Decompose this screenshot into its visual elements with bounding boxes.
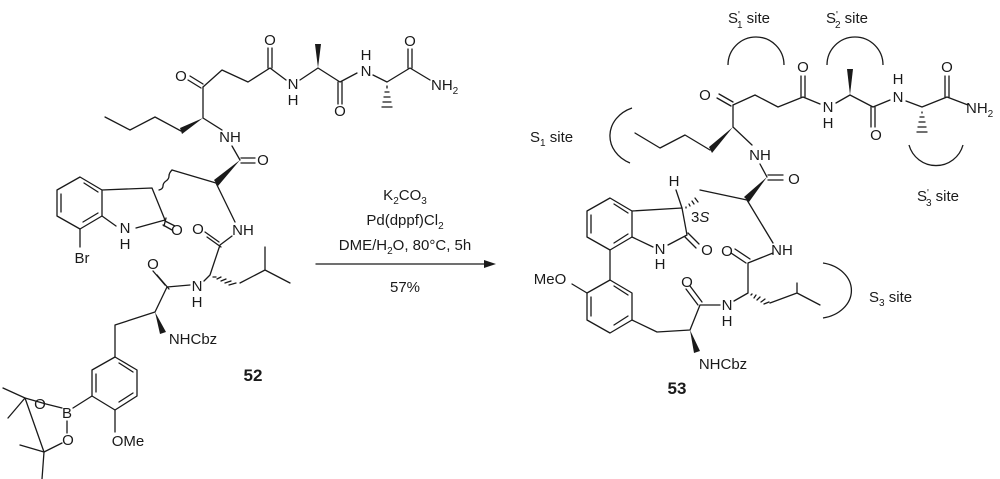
s2p-site-arc — [826, 36, 884, 66]
atom-label: H — [722, 313, 733, 330]
atom-label-nhcbz: NHCbz — [699, 356, 747, 373]
atom-label: N — [192, 278, 203, 295]
reagent-catalyst: Pd(dppf)Cl2 — [366, 212, 444, 232]
atom-label: O — [699, 87, 711, 104]
atom-label: N — [655, 241, 666, 258]
atom-label: O — [334, 103, 346, 120]
atom-label-ome: OMe — [112, 433, 145, 450]
atom-label: NH — [219, 129, 241, 146]
atom-label: NH — [232, 222, 254, 239]
atom-label: O — [797, 59, 809, 76]
atom-label: N — [893, 89, 904, 106]
compound-number-52: 52 — [244, 366, 263, 385]
atom-label-b: B — [62, 405, 72, 422]
reaction-conditions: K2CO3 Pd(dppf)Cl2 DME/H2O, 80°C, 5h 57% — [315, 187, 496, 296]
atom-label: NH — [749, 147, 771, 164]
atom-label-nh2: NH2 — [431, 77, 459, 97]
atom-label: O — [192, 221, 204, 238]
reagent-solvent-temp-time: DME/H2O, 80°C, 5h — [339, 237, 471, 257]
atom-label: O — [701, 242, 713, 259]
site-label-s3: S3 site — [869, 289, 912, 309]
atom-label: N — [120, 220, 131, 237]
s3p-site-arc — [908, 144, 964, 167]
site-label-s2-prime: S'2 site — [826, 10, 868, 31]
product-53-structure — [571, 69, 969, 353]
s1-site-arc — [609, 107, 633, 164]
atom-label: N — [361, 63, 372, 80]
atom-label: H — [893, 71, 904, 88]
atom-label: O — [175, 68, 187, 85]
atom-label-br: Br — [75, 250, 90, 267]
site-label-s1: S1 site — [530, 129, 573, 149]
atom-label: O — [62, 432, 74, 449]
atom-label-h: H — [669, 173, 680, 190]
atom-label: H — [288, 92, 299, 109]
atom-label-nhcbz: NHCbz — [169, 331, 217, 348]
arrowhead-icon — [484, 260, 496, 268]
atom-label: O — [264, 32, 276, 49]
reaction-yield: 57% — [390, 279, 420, 296]
atom-label: O — [941, 59, 953, 76]
atom-label: H — [192, 294, 203, 311]
atom-label: N — [823, 99, 834, 116]
s3-site-arc — [822, 262, 853, 319]
atom-label: N — [722, 297, 733, 314]
site-label-s3-prime: S'3 site — [917, 188, 959, 209]
stereo-label-3s: 3S — [691, 209, 709, 226]
atom-label-meo: MeO — [534, 271, 567, 288]
atom-label: O — [147, 256, 159, 273]
reagent-base: K2CO3 — [383, 187, 427, 207]
reactant-52-structure — [2, 44, 431, 479]
compound-number-53: 53 — [668, 379, 687, 398]
atom-label: O — [257, 152, 269, 169]
atom-label: NH — [771, 242, 793, 259]
atom-label: O — [34, 396, 46, 413]
atom-label: O — [721, 243, 733, 260]
binding-site-arcs — [609, 36, 964, 319]
atom-label: N — [288, 76, 299, 93]
atom-label: H — [823, 115, 834, 132]
atom-label: H — [655, 256, 666, 273]
product-53-labels: O O N H O N H O NH2 NH O H 3S N H O NH O… — [530, 10, 994, 398]
atom-label-nh2: NH2 — [966, 100, 994, 120]
atom-label: O — [788, 171, 800, 188]
atom-label: O — [404, 33, 416, 50]
atom-label: O — [870, 127, 882, 144]
atom-label: H — [120, 236, 131, 253]
atom-label: O — [171, 222, 183, 239]
site-label-s1-prime: S'1 site — [728, 10, 770, 31]
atom-label: H — [361, 47, 372, 64]
reactant-52-atom-labels: O O N H O N H O NH2 NH O N H O Br NH O N… — [34, 32, 459, 450]
atom-label: O — [681, 274, 693, 291]
s1p-site-arc — [727, 36, 785, 66]
